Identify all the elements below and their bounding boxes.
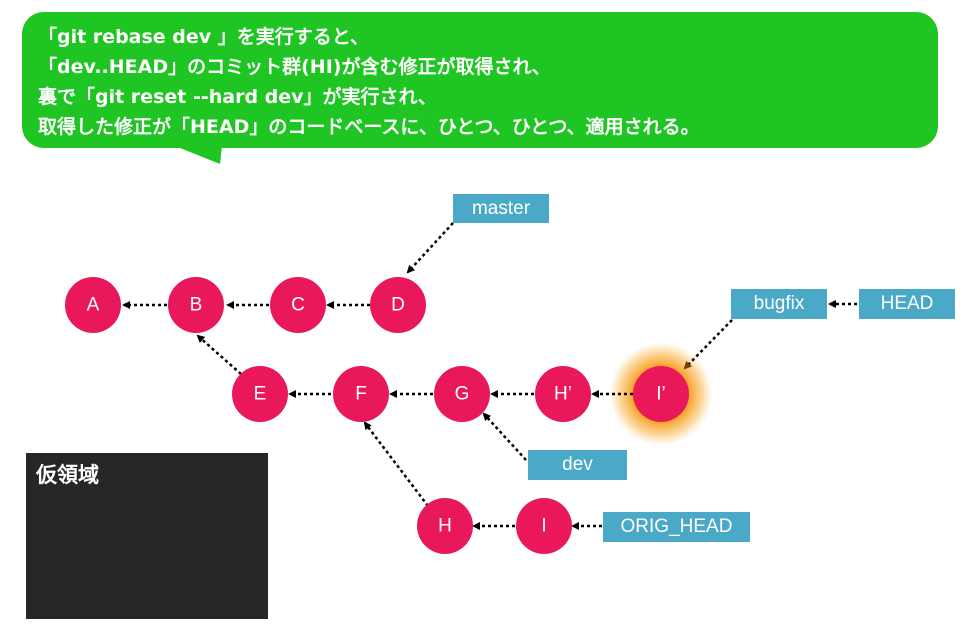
commit-g-label: G [455,384,470,405]
commit-f [333,366,389,422]
callout-line-1: 「git rebase dev 」を実行すると、 [38,26,370,48]
callout-line-3: 裏で「git reset --hard dev」が実行され、 [38,86,437,108]
ref-head: HEAD [859,289,955,319]
ref-dev: dev [528,450,627,480]
commit-b-label: B [190,295,203,316]
callout-text: 「git rebase dev 」を実行すると、 「dev..HEAD」のコミッ… [38,22,938,142]
callout-bubble [22,12,938,148]
commit-i [516,498,572,554]
edge-bugfix-ip [683,319,733,370]
callout-line-4: 取得した修正が「HEAD」のコードベースに、ひとつ、ひとつ、適用される。 [38,116,700,138]
ref-orig-head: ORIG_HEAD [603,512,750,542]
commit-h-prime-label: H’ [554,384,572,405]
commit-d-label: D [391,295,405,316]
commit-e-label: E [254,384,267,405]
edge-e-b [196,334,242,375]
commit-i-label: I [541,516,546,537]
virtual-region: 仮領域 [26,453,268,619]
commit-i-prime [633,366,689,422]
edge-dev-g [482,412,527,461]
commit-c [270,277,326,333]
edge-master-d [406,222,454,274]
callout-line-2: 「dev..HEAD」のコミット群(HI)が含む修正が取得され、 [38,56,551,78]
commit-h-label: H [438,516,452,537]
commit-h [417,498,473,554]
commit-a [65,277,121,333]
commit-f-label: F [355,384,367,405]
commit-b [168,277,224,333]
commit-e [232,366,288,422]
ref-bugfix: bugfix [731,289,827,319]
virtual-region-title: 仮領域 [36,463,99,487]
commit-c-label: C [291,295,305,316]
ref-master: master [453,194,549,223]
commit-i-prime-label: I’ [656,384,666,405]
commit-h-prime [535,366,591,422]
commit-d [370,277,426,333]
edge-h-f [363,421,429,507]
commit-g [434,366,490,422]
commit-a-label: A [87,295,100,316]
